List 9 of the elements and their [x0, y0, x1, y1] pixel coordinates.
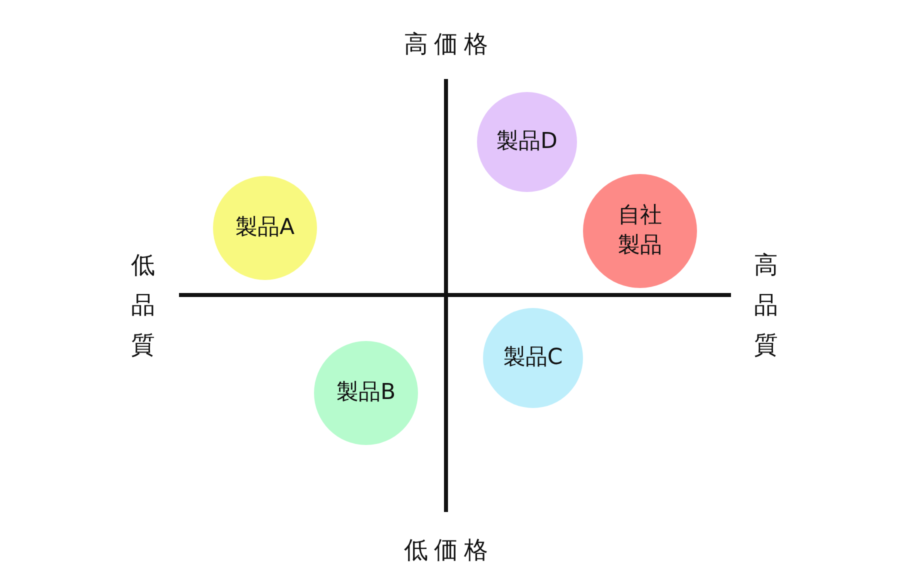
- product-name: 製品C: [503, 344, 563, 372]
- product-name: 製品B: [336, 379, 396, 407]
- product-name: 製品D: [496, 128, 558, 156]
- axis-label: 低価格: [404, 538, 494, 562]
- product-name: 自社製品: [617, 202, 663, 260]
- product-name: 製品A: [235, 214, 295, 242]
- axis-label: 高品質: [753, 250, 779, 361]
- axis-label: 低品質: [130, 250, 156, 361]
- axis-label: 高価格: [404, 32, 494, 56]
